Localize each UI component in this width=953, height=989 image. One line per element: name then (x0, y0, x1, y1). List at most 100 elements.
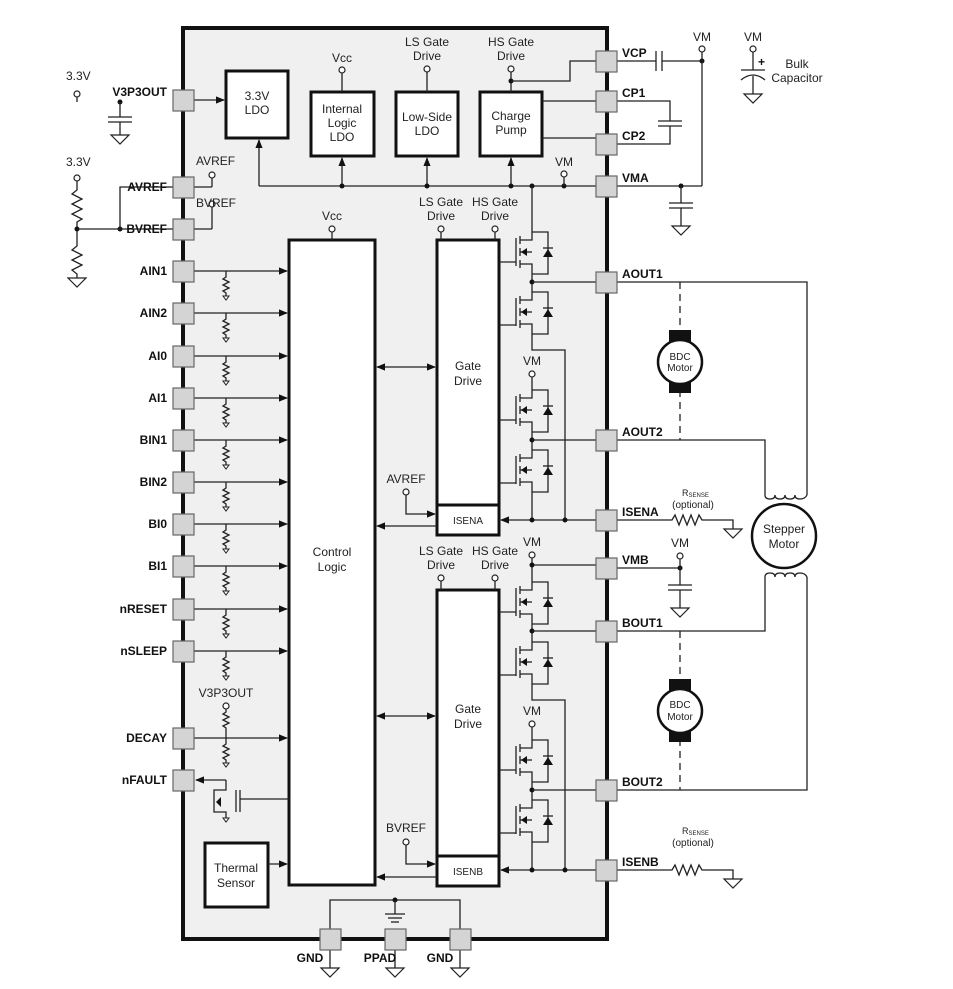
svg-text:Bulk: Bulk (785, 57, 809, 71)
pin-label: AIN1 (140, 264, 168, 278)
pin-vma: VMA (595, 171, 649, 198)
internal-logic-ldo-block: Internal Logic LDO (309, 90, 376, 158)
svg-text:Drive: Drive (427, 209, 455, 223)
svg-text:ISENB: ISENB (453, 867, 483, 878)
pin-bout1: BOUT1 (595, 616, 663, 643)
pin-label: GND (297, 951, 324, 965)
pin-label: nSLEEP (120, 644, 167, 658)
pin-ai1: AI1 (148, 387, 195, 410)
svg-text:3.3V: 3.3V (245, 89, 270, 103)
pin-label: CP1 (622, 86, 646, 100)
svg-text:Gate: Gate (455, 702, 481, 716)
supply-3v3-label: 3.3V (66, 69, 91, 83)
svg-text:ISENA: ISENA (453, 516, 483, 527)
svg-text:BDC: BDC (669, 352, 690, 363)
gate-drive-b-block: Gate Drive ISENB (435, 588, 501, 888)
pin-ai0: AI0 (148, 345, 195, 368)
pin-label: ISENB (622, 855, 659, 869)
pin-avref: AVREF (127, 176, 195, 199)
vcc-label: Vcc (332, 51, 352, 65)
svg-text:LS Gate: LS Gate (419, 544, 463, 558)
pin-label: VCP (622, 46, 647, 60)
control-logic-block: Control Logic (287, 238, 377, 887)
svg-text:Drive: Drive (481, 558, 509, 572)
mosfet (499, 799, 553, 843)
mosfet (499, 581, 553, 625)
pin-label: AIN2 (140, 306, 168, 320)
pin-label: BI1 (148, 559, 167, 573)
pin-label: BOUT1 (622, 616, 663, 630)
svg-text:Logic: Logic (328, 116, 357, 130)
pin-label: VMA (622, 171, 649, 185)
svg-text:Vcc: Vcc (322, 209, 342, 223)
svg-text:HS Gate: HS Gate (472, 544, 518, 558)
pin-nfault: nFAULT (122, 769, 195, 792)
pin-label: DECAY (126, 731, 167, 745)
svg-text:VM: VM (744, 30, 762, 44)
svg-text:VM: VM (523, 354, 541, 368)
pin-label: AOUT1 (622, 267, 663, 281)
svg-text:Drive: Drive (454, 374, 482, 388)
pin-gnd2: GND (427, 928, 472, 978)
svg-text:Stepper: Stepper (763, 522, 805, 536)
low-side-ldo-block: Low-Side LDO (394, 90, 460, 158)
pin-label: AOUT2 (622, 425, 663, 439)
pin-label: V3P3OUT (112, 85, 167, 99)
pin-label: AI0 (148, 349, 167, 363)
pin-label: BVREF (126, 222, 167, 236)
svg-text:Drive: Drive (454, 717, 482, 731)
svg-text:Sensor: Sensor (217, 876, 255, 890)
mosfet (499, 641, 553, 685)
pin-v3p3out: V3P3OUT (112, 85, 195, 112)
mosfet (499, 449, 553, 493)
pin-nreset: nRESET (120, 598, 195, 621)
pin-label: BOUT2 (622, 775, 663, 789)
chip-body (181, 26, 609, 941)
stepper-motor: Stepper Motor (750, 502, 818, 570)
thermal-sensor-block: Thermal Sensor (203, 841, 270, 909)
svg-text:Motor: Motor (667, 363, 693, 374)
pin-bi1: BI1 (148, 555, 195, 578)
pin-nsleep: nSLEEP (120, 640, 195, 663)
svg-text:LS Gate: LS Gate (419, 195, 463, 209)
pin-vmb: VMB (595, 553, 649, 580)
svg-text:Pump: Pump (495, 123, 527, 137)
pin-ain2: AIN2 (140, 302, 195, 325)
svg-text:(optional): (optional) (672, 500, 714, 511)
pin-bin1: BIN1 (140, 429, 195, 452)
svg-text:VM: VM (555, 155, 573, 169)
svg-text:HS Gate: HS Gate (472, 195, 518, 209)
svg-text:Internal: Internal (322, 102, 362, 116)
pin-cp1: CP1 (595, 86, 646, 113)
mosfet (499, 231, 553, 275)
svg-text:BDC: BDC (669, 700, 690, 711)
pin-isena: ISENA (595, 505, 659, 532)
pin-bin2: BIN2 (140, 471, 195, 494)
pin-vcp: VCP (595, 46, 647, 73)
svg-text:RSENSE: RSENSE (682, 826, 709, 837)
pin-ain1: AIN1 (140, 260, 195, 283)
svg-text:BVREF: BVREF (196, 196, 236, 210)
pin-ppad: PPAD (364, 928, 407, 978)
ls-gate-drive-label: Drive (413, 49, 441, 63)
pin-aout2: AOUT2 (595, 425, 663, 452)
svg-text:Motor: Motor (769, 537, 800, 551)
svg-text:RSENSE: RSENSE (682, 488, 709, 499)
svg-text:Low-Side: Low-Side (402, 110, 452, 124)
pin-bvref: BVREF (126, 218, 195, 241)
svg-text:Capacitor: Capacitor (771, 71, 822, 85)
ls-gate-drive-label: LS Gate (405, 35, 449, 49)
svg-text:VM: VM (671, 536, 689, 550)
svg-text:LDO: LDO (245, 103, 270, 117)
svg-text:LDO: LDO (415, 124, 440, 138)
pin-label: PPAD (364, 951, 397, 965)
svg-text:VM: VM (523, 535, 541, 549)
svg-text:+: + (758, 55, 765, 69)
svg-text:AVREF: AVREF (386, 472, 425, 486)
mosfet (499, 291, 553, 335)
bdc-motor-b: BDC Motor (656, 679, 704, 742)
pin-decay: DECAY (126, 727, 195, 750)
pin-label: VMB (622, 553, 649, 567)
svg-text:Drive: Drive (427, 558, 455, 572)
pin-gnd1: GND (297, 928, 342, 978)
